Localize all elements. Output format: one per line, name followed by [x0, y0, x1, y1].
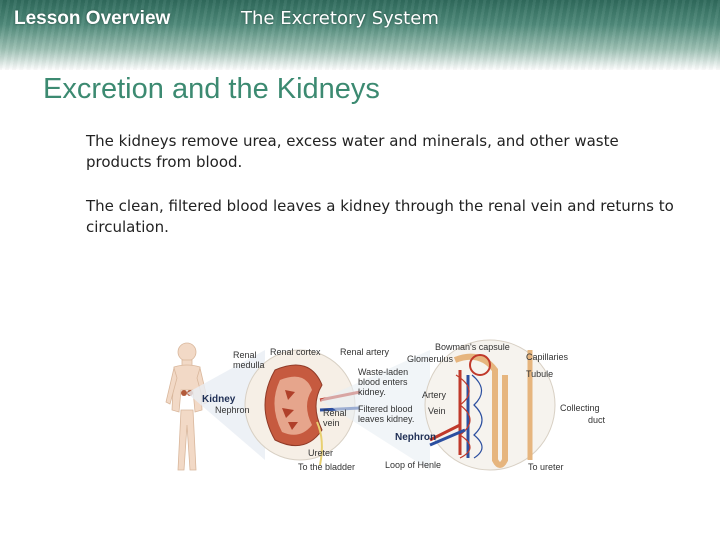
- label-to-ureter: To ureter: [528, 462, 564, 472]
- section-label: Lesson Overview: [14, 8, 171, 29]
- label-renal-cortex: Renal cortex: [270, 347, 321, 357]
- label-artery: Artery: [422, 390, 447, 400]
- human-figure: [165, 342, 209, 471]
- label-tubule: Tubule: [526, 369, 553, 379]
- header-banner: Lesson Overview The Excretory System: [0, 0, 720, 70]
- label-vein: Vein: [428, 406, 446, 416]
- svg-text:leaves kidney.: leaves kidney.: [358, 414, 414, 424]
- svg-text:vein: vein: [323, 418, 340, 428]
- label-capillaries: Capillaries: [526, 352, 569, 362]
- paragraph-1: The kidneys remove urea, excess water an…: [86, 132, 619, 171]
- label-filtered-blood: Filtered blood: [358, 404, 413, 414]
- nephron-circle: [424, 339, 556, 471]
- label-kidney: Kidney: [202, 394, 236, 405]
- label-glomerulus: Glomerulus: [407, 354, 454, 364]
- banner-texture: [0, 0, 720, 70]
- label-nephron-bold: Nephron: [395, 432, 436, 443]
- small-kidney-icon: [181, 390, 187, 396]
- svg-text:kidney.: kidney.: [358, 387, 386, 397]
- label-waste-laden: Waste-laden: [358, 367, 408, 377]
- nephron-illustration: [429, 350, 533, 468]
- label-ureter: Ureter: [308, 448, 333, 458]
- svg-text:blood enters: blood enters: [358, 377, 408, 387]
- label-renal-vein: Renal: [323, 408, 347, 418]
- topic-title: The Excretory System: [241, 8, 439, 29]
- label-renal-medulla: Renal: [233, 350, 257, 360]
- label-bowmans-capsule: Bowman's capsule: [435, 342, 510, 352]
- label-collecting-duct: Collecting: [560, 403, 600, 413]
- kidney-nephron-diagram: Renal medulla Kidney Nephron Renal corte…: [165, 339, 606, 472]
- zoom-wedge-nephron: [320, 350, 430, 470]
- svg-text:medulla: medulla: [233, 360, 265, 370]
- label-to-bladder: To the bladder: [298, 462, 355, 472]
- label-renal-artery: Renal artery: [340, 347, 390, 357]
- slide-title: Excretion and the Kidneys: [43, 73, 380, 105]
- label-loop-of-henle: Loop of Henle: [385, 460, 441, 470]
- svg-text:duct: duct: [588, 415, 606, 425]
- label-nephron: Nephron: [215, 405, 250, 415]
- paragraph-2: The clean, filtered blood leaves a kidne…: [86, 197, 674, 236]
- kidney-illustration: [264, 364, 361, 466]
- zoom-wedge-kidney: [187, 350, 265, 460]
